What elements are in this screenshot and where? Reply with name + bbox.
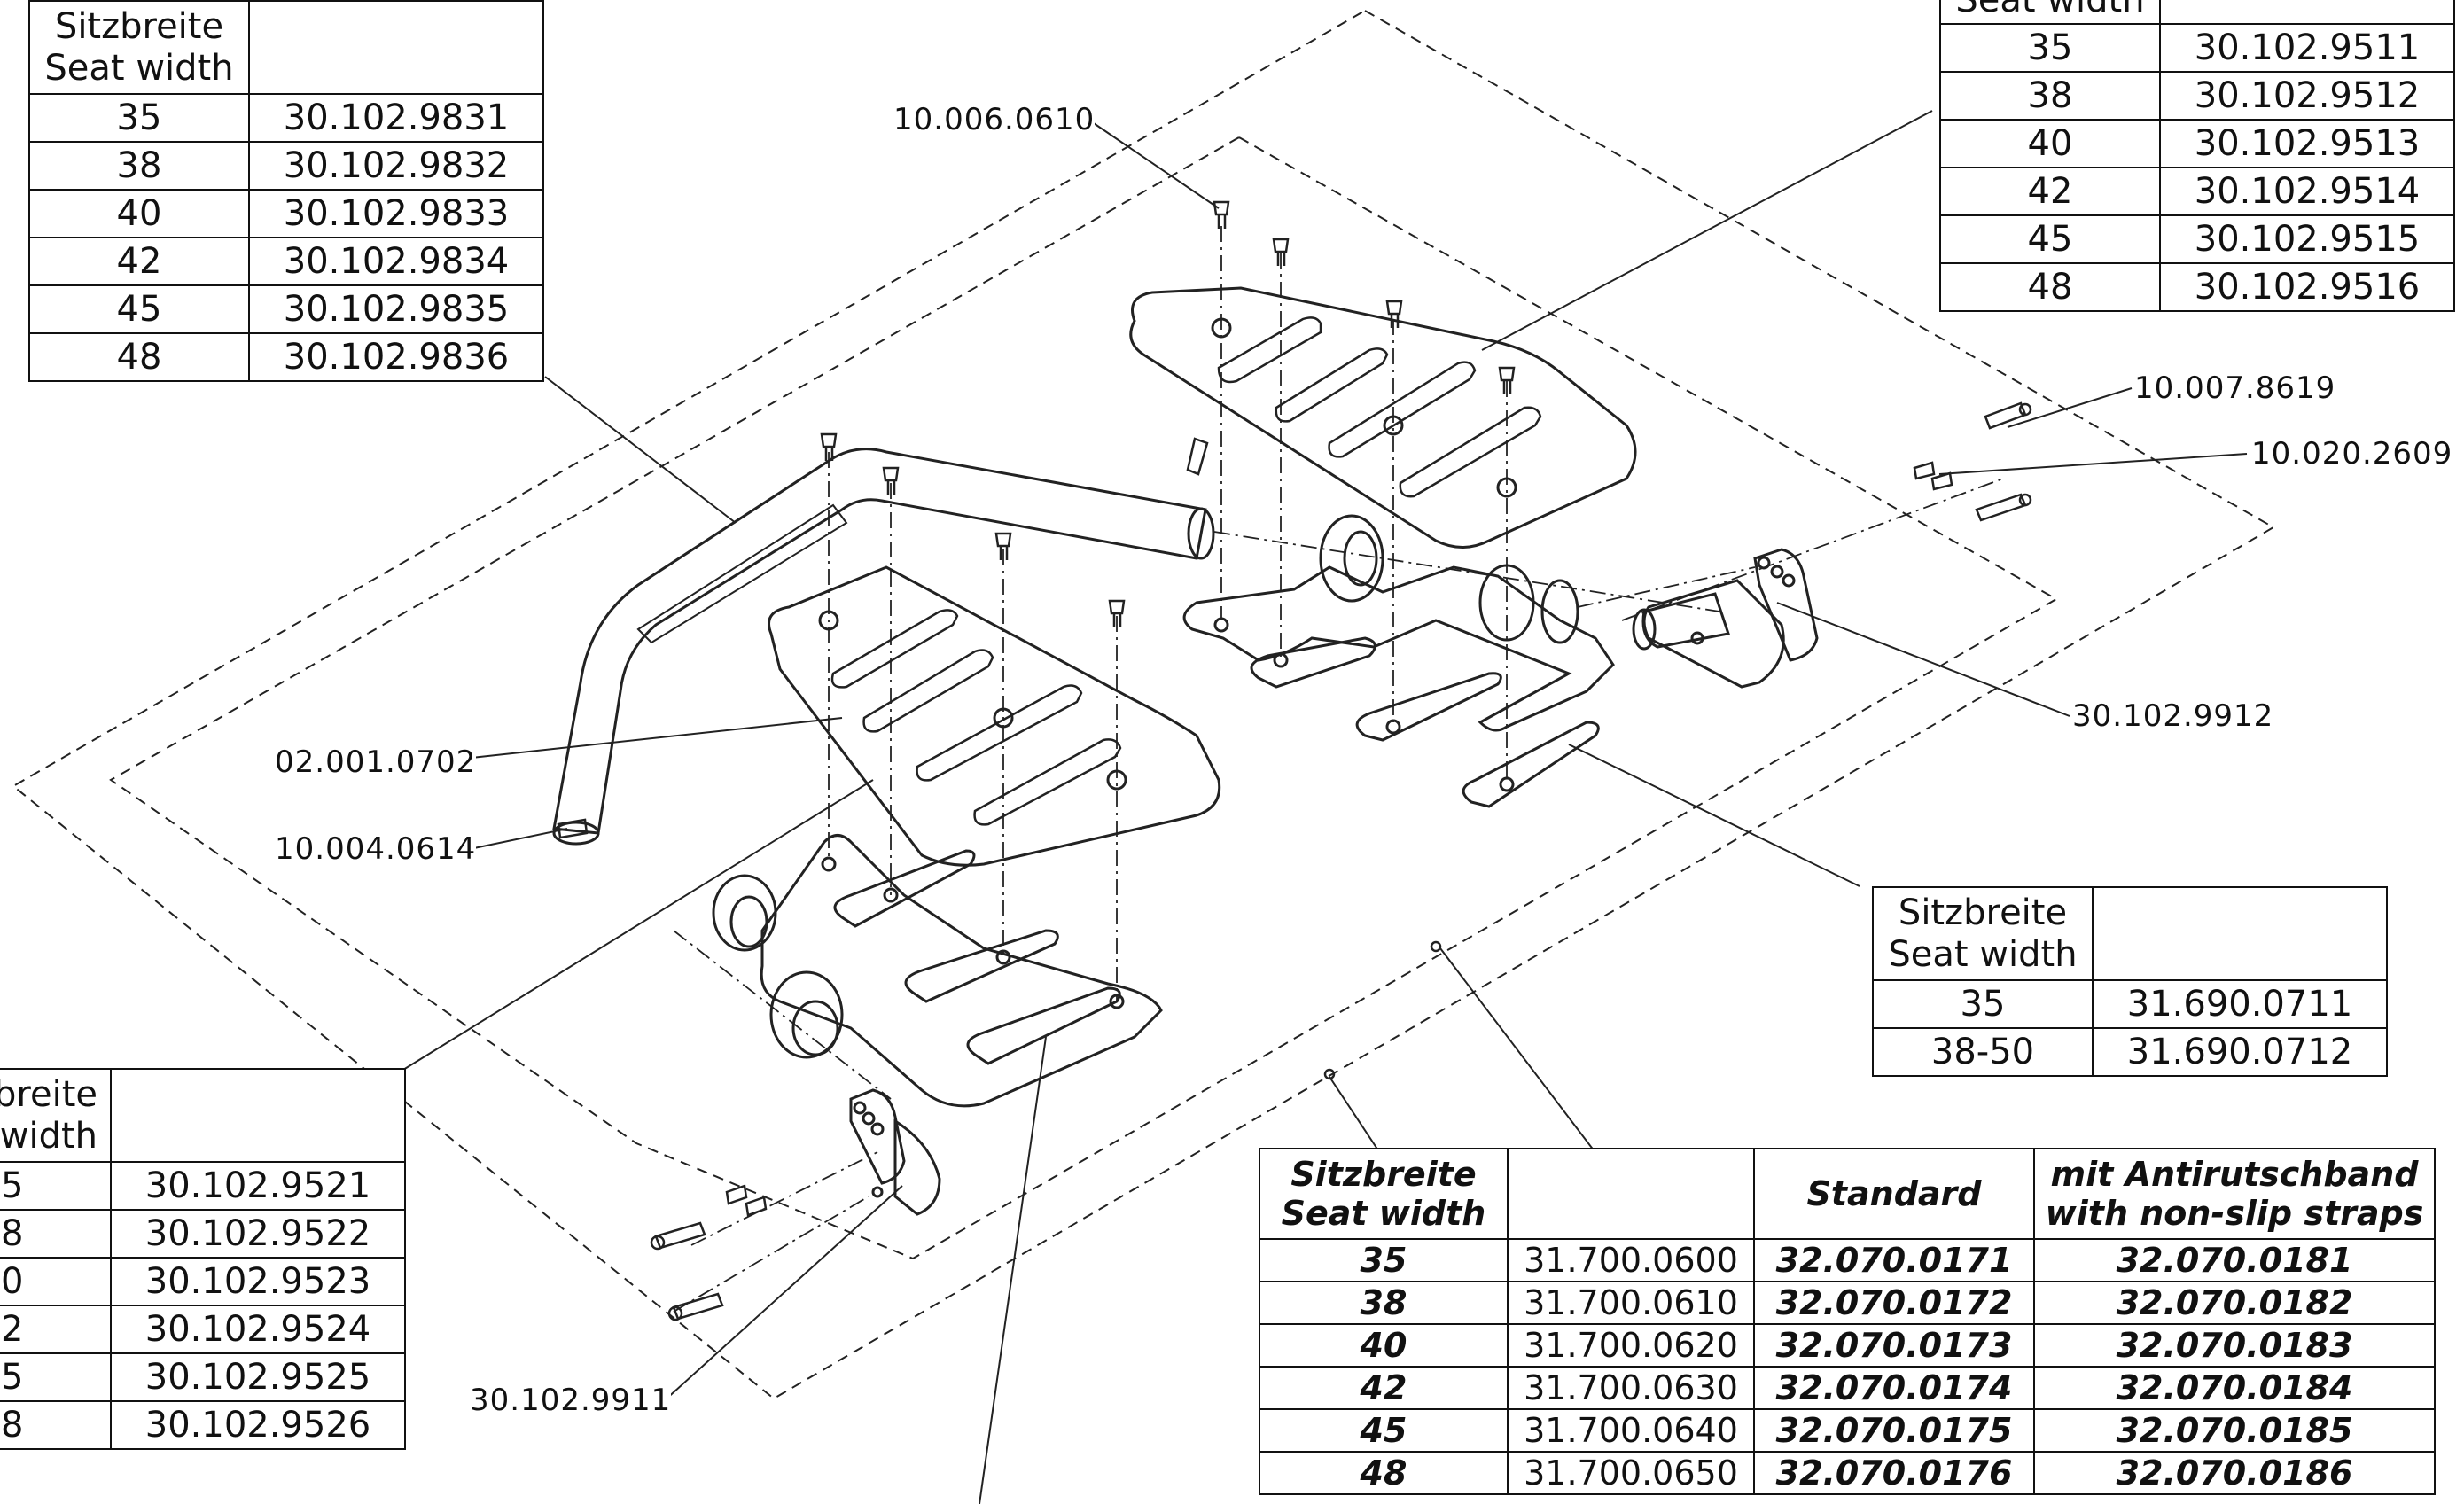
table-header-empty [110, 1068, 406, 1163]
inner-dashed-envelope [109, 136, 2059, 1260]
callout-label: 30.102.9911 [470, 1383, 672, 1418]
footplate-lower [768, 565, 1221, 867]
table-header-seat-width: Seat width [1939, 0, 2161, 25]
table-header-seat-width: Sitzbreite Seat width [1259, 1148, 1509, 1240]
table-header-standard: Standard [1753, 1148, 2035, 1240]
outer-dashed-envelope [12, 9, 2276, 1400]
table-header-non-slip: mit Antirutschband with non-slip straps [2033, 1148, 2436, 1240]
table-bottom-right: Sitzbreite Seat width Standard mit Antir… [1259, 1148, 2436, 1495]
table-header-empty [248, 0, 544, 95]
footplate-upper [1129, 286, 1637, 549]
hinge-block-left [849, 1088, 941, 1216]
table-header-empty [2159, 0, 2455, 25]
tube-frame [552, 448, 1215, 846]
table-header-seat-width: breite width [0, 1068, 112, 1163]
callout-label: 10.020.2609 [2251, 436, 2453, 471]
table-header-empty [1507, 1148, 1755, 1240]
screws [557, 200, 2032, 1321]
callout-label: 30.102.9912 [2072, 698, 2274, 734]
callout-label: 02.001.0702 [275, 744, 477, 780]
table-header-seat-width: Sitzbreite Seat width [1872, 886, 2094, 981]
locking-pin [1632, 592, 1730, 651]
callout-label: 10.004.0614 [275, 831, 477, 867]
frame-lower [712, 834, 1163, 1108]
frame-upper [1182, 514, 1615, 808]
table-header-seat-width: Sitzbreite Seat width [28, 0, 250, 95]
callout-label: 10.006.0610 [893, 102, 1096, 137]
table-header-empty [2092, 886, 2388, 981]
hinge-block-right [1642, 548, 1819, 689]
callout-label: 10.007.8619 [2134, 370, 2336, 406]
